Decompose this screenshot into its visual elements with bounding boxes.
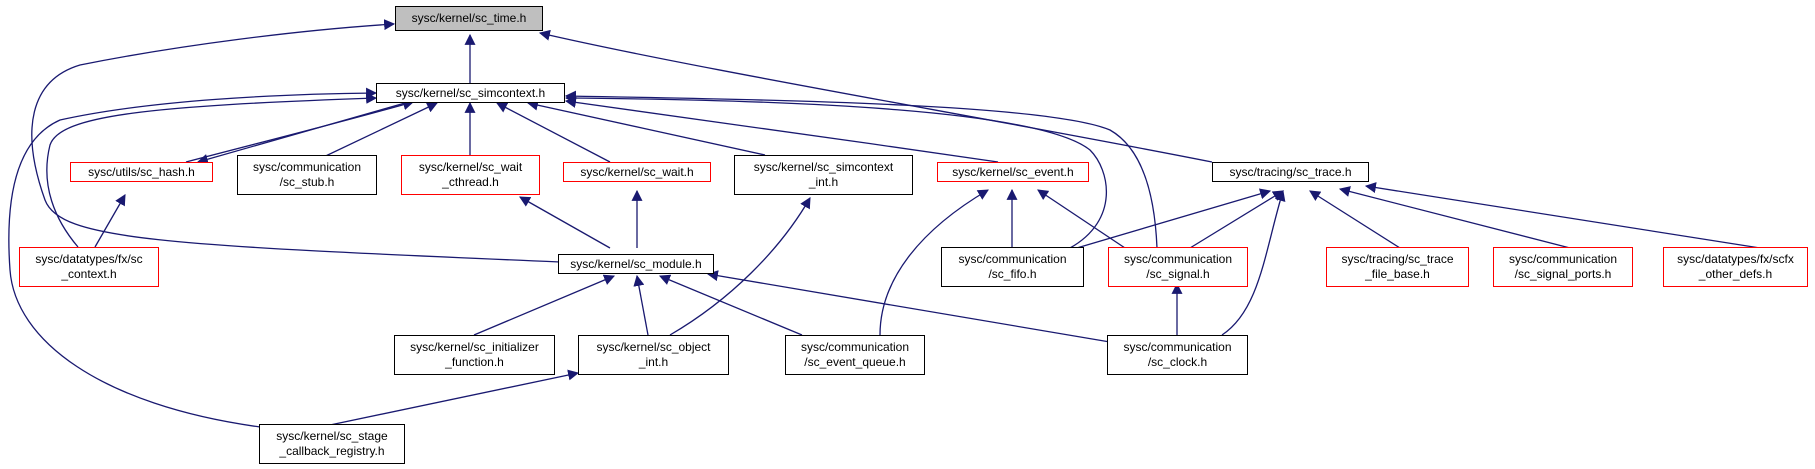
node-sc-wait[interactable]: sysc/kernel/sc_wait.h — [563, 162, 711, 182]
edge-sc-stage-callback-registry-to-sc-object-int — [329, 369, 580, 426]
node-sc-wait-cthread[interactable]: sysc/kernel/sc_wait _cthread.h — [401, 155, 540, 195]
edge-sc-context-to-sc-hash — [94, 194, 126, 248]
node-sc-hash[interactable]: sysc/utils/sc_hash.h — [70, 162, 213, 182]
node-sc-initializer-function[interactable]: sysc/kernel/sc_initializer _function.h — [394, 335, 555, 375]
edge-sc-signal-to-sc-event — [1037, 189, 1126, 249]
node-sc-simcontext-int[interactable]: sysc/kernel/sc_simcontext _int.h — [734, 155, 913, 195]
node-sc-signal[interactable]: sysc/communication /sc_signal.h — [1108, 247, 1248, 287]
edge-sc-trace-file-base-to-sc-trace — [1309, 190, 1401, 249]
edge-sc-object-int-to-sc-module — [633, 274, 649, 336]
node-sc-fifo[interactable]: sysc/communication /sc_fifo.h — [941, 247, 1084, 287]
edge-sc-event-to-sc-simcontext — [564, 97, 999, 163]
edge-sc-signal-to-sc-trace — [1189, 190, 1284, 249]
edge-sc-stub-to-sc-simcontext — [312, 102, 438, 163]
node-sc-context[interactable]: sysc/datatypes/fx/sc _context.h — [19, 247, 159, 287]
node-sc-object-int[interactable]: sysc/kernel/sc_object _int.h — [578, 335, 729, 375]
edge-sc-initializer-function-to-sc-module — [473, 274, 616, 336]
node-sc-time: sysc/kernel/sc_time.h — [395, 6, 543, 31]
edge-sc-module-to-sc-time — [31, 19, 561, 263]
node-sc-trace[interactable]: sysc/tracing/sc_trace.h — [1212, 162, 1369, 182]
edge-sc-clock-to-sc-module — [706, 270, 1111, 343]
edge-sc-signal-to-sc-simcontext — [564, 90, 1158, 249]
node-sc-trace-file-base[interactable]: sysc/tracing/sc_trace _file_base.h — [1326, 247, 1469, 287]
node-sc-clock[interactable]: sysc/communication /sc_clock.h — [1107, 335, 1248, 375]
edge-sc-event-queue-to-sc-module — [658, 274, 803, 336]
node-sc-stub[interactable]: sysc/communication /sc_stub.h — [237, 155, 377, 195]
node-scfx-other-defs[interactable]: sysc/datatypes/fx/scfx _other_defs.h — [1663, 247, 1808, 287]
node-sc-signal-ports[interactable]: sysc/communication /sc_signal_ports.h — [1493, 247, 1633, 287]
node-sc-module[interactable]: sysc/kernel/sc_module.h — [558, 254, 714, 274]
edge-sc-fifo-to-sc-simcontext — [564, 92, 1107, 249]
edge-sc-clock-to-sc-trace — [1221, 189, 1286, 336]
edge-sc-fifo-to-sc-trace — [1069, 188, 1272, 251]
node-sc-stage-callback-registry[interactable]: sysc/kernel/sc_stage _callback_registry.… — [259, 424, 405, 464]
edge-sc-module-to-sc-wait-cthread — [519, 196, 611, 249]
edge-sc-simcontext-to-sc-hash — [196, 102, 406, 165]
node-sc-event[interactable]: sysc/kernel/sc_event.h — [937, 162, 1089, 182]
node-sc-event-queue[interactable]: sysc/communication /sc_event_queue.h — [785, 335, 925, 375]
node-sc-simcontext[interactable]: sysc/kernel/sc_simcontext.h — [376, 83, 565, 103]
edge-sc-object-int-to-sc-simcontext-int — [669, 197, 811, 336]
edge-sc-context-to-sc-simcontext — [46, 92, 378, 248]
edge-scfx-other-defs-to-sc-trace — [1364, 182, 1761, 249]
edge-sc-trace-to-sc-time — [538, 29, 1213, 163]
edge-sc-stage-callback-registry-to-sc-simcontext — [8, 87, 378, 428]
edge-sc-event-queue-to-sc-event — [879, 189, 989, 336]
edge-sc-simcontext-int-to-sc-simcontext — [526, 99, 766, 156]
edge-sc-wait-to-sc-simcontext — [496, 102, 611, 163]
edge-sc-signal-ports-to-sc-trace — [1338, 186, 1571, 249]
